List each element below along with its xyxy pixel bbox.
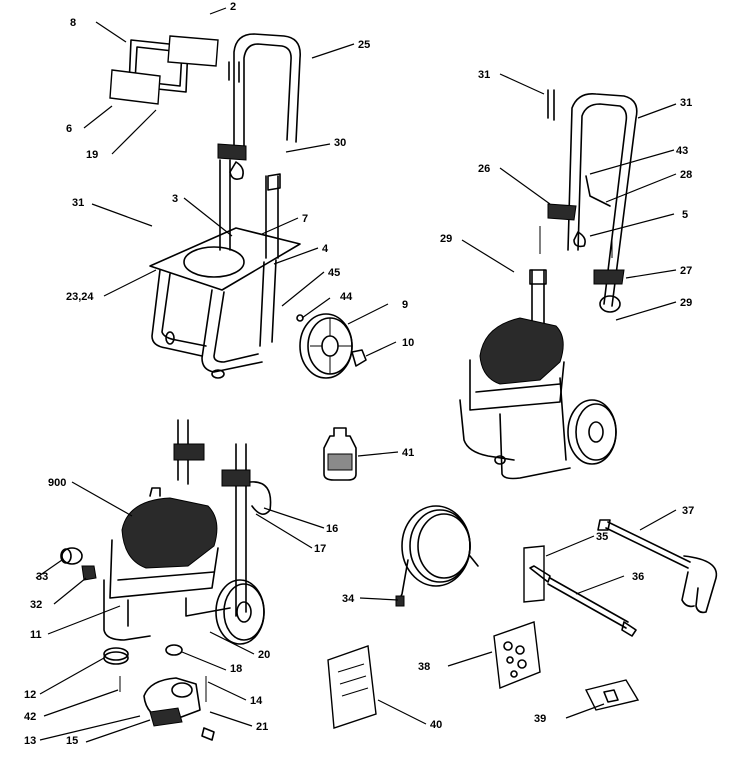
assembled-frame-drawing	[459, 89, 638, 480]
callout-28: 28	[680, 169, 692, 181]
callout-3: 3	[172, 193, 178, 205]
callout-37: 37	[682, 505, 694, 517]
callout-40: 40	[430, 719, 442, 731]
callout-36: 36	[632, 571, 644, 583]
callout-29-left: 29	[440, 233, 452, 245]
callout-43: 43	[676, 145, 688, 157]
callout-labels: 8 2 25 6 19 30 31 3 7 4 23,24 45 44 9 10…	[24, 1, 694, 747]
callout-44: 44	[340, 291, 353, 303]
callout-12: 12	[24, 689, 36, 701]
callout-9: 9	[402, 299, 408, 311]
callout-10: 10	[402, 337, 414, 349]
callout-8: 8	[70, 17, 76, 29]
callout-31: 31	[72, 197, 84, 209]
callout-42: 42	[24, 711, 36, 723]
callout-20: 20	[258, 649, 270, 661]
callout-27: 27	[680, 265, 692, 277]
callout-16: 16	[326, 523, 338, 535]
callout-45: 45	[328, 267, 340, 279]
callout-18: 18	[230, 663, 242, 675]
callout-21: 21	[256, 721, 268, 733]
callout-41: 41	[402, 447, 414, 459]
accessories-drawing	[327, 621, 640, 729]
callout-15: 15	[66, 735, 78, 747]
callout-33: 33	[36, 571, 48, 583]
callout-23-24: 23,24	[66, 291, 94, 303]
callout-19: 19	[86, 149, 98, 161]
callout-7: 7	[302, 213, 308, 225]
hose-drawing	[395, 505, 479, 607]
callout-2: 2	[230, 1, 236, 13]
callout-31-right-left: 31	[478, 69, 490, 81]
callout-35: 35	[596, 531, 608, 543]
callout-17: 17	[314, 543, 326, 555]
callout-32: 32	[30, 599, 42, 611]
callout-38: 38	[418, 661, 430, 673]
callout-34: 34	[342, 593, 355, 605]
callout-29-right: 29	[680, 297, 692, 309]
callout-4: 4	[322, 243, 329, 255]
callout-6: 6	[66, 123, 72, 135]
spray-gun-drawing	[523, 519, 718, 637]
callout-30: 30	[334, 137, 346, 149]
callout-5: 5	[682, 209, 688, 221]
callout-13: 13	[24, 735, 36, 747]
callout-14: 14	[250, 695, 263, 707]
callout-26: 26	[478, 163, 490, 175]
callout-31-right-right: 31	[680, 97, 692, 109]
callout-25: 25	[358, 39, 370, 51]
oil-bottle-drawing	[323, 427, 357, 481]
callout-39: 39	[534, 713, 546, 725]
frame-assembly-drawing	[109, 33, 367, 379]
callout-900: 900	[48, 477, 66, 489]
callout-11: 11	[30, 629, 42, 641]
engine-pump-drawing	[60, 419, 272, 741]
